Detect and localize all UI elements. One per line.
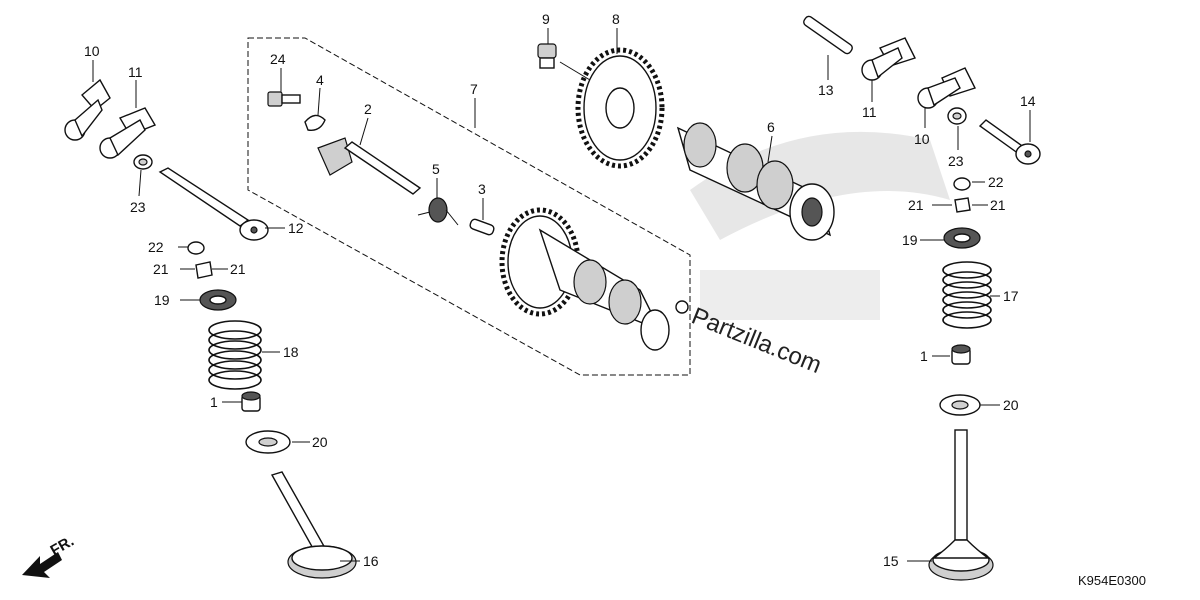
rocker-arm-right-10 [917,67,976,109]
callout-6: 6 [767,119,775,135]
callout-22-left: 22 [148,239,164,255]
intake-valve-16 [270,471,357,579]
callout-19-left: 19 [154,292,170,308]
valve-stem-seal-right-1 [951,344,971,365]
exhaust-valve-15 [928,429,994,581]
front-direction-indicator: FR. [22,533,77,578]
callout-3: 3 [478,181,486,197]
rocker-arm-left-10 [64,78,111,141]
callout-21-right-a: 21 [908,197,924,213]
callout-24: 24 [270,51,286,67]
front-arrow-label: FR. [48,533,77,560]
callout-9: 9 [542,11,550,27]
callout-16: 16 [363,553,379,569]
callout-19-right: 19 [902,232,918,248]
valve-cotter-left-22 [187,241,205,255]
callout-22-right: 22 [988,174,1004,190]
leader-lines [92,28,1031,562]
callout-21-left-b: 21 [230,261,246,277]
callout-5: 5 [432,161,440,177]
return-spring-5 [417,197,459,226]
decompressor-shaft-2 [317,137,422,195]
callout-11-left: 11 [128,64,143,80]
callout-4: 4 [316,72,324,88]
callout-10-left: 10 [84,43,100,59]
rocker-shaft-12 [158,167,269,241]
callout-12: 12 [288,220,304,236]
callout-1-right: 1 [920,348,928,364]
rocker-shaft-14 [978,119,1041,165]
rocker-arm-right-11 [861,37,916,81]
callout-14: 14 [1020,93,1036,109]
callout-10-right: 10 [914,131,930,147]
camshaft-assembly-box [247,37,691,376]
front-arrow-icon [22,552,62,578]
callout-8: 8 [612,11,620,27]
callout-20-right: 20 [1003,397,1019,413]
callout-23-left: 23 [130,199,146,215]
cam-sprocket-8 [575,47,665,169]
callout-18: 18 [283,344,299,360]
rocker-arm-left-11 [99,107,157,159]
diagram-code: K954E0300 [1078,573,1146,588]
pin-3 [469,218,495,236]
callout-2: 2 [364,101,372,117]
callout-11-right: 11 [862,104,877,120]
valve-spring-18 [208,320,262,390]
camshaft-6 [676,122,835,241]
callout-21-right-b: 21 [990,197,1006,213]
callout-numbers: 10 11 23 12 22 21 21 19 18 1 20 16 24 4 … [84,11,1036,569]
callout-1-left: 1 [210,394,218,410]
callout-7: 7 [470,81,478,97]
valve-keeper-right-21 [954,197,971,213]
valve-keeper-left-21 [195,261,213,279]
camshaft-assembly-7 [499,207,689,351]
callout-23-right: 23 [948,153,964,169]
cam-sprocket-bolt-9 [537,43,557,69]
callout-15: 15 [883,553,899,569]
clip-4 [304,114,326,131]
callout-20-left: 20 [312,434,328,450]
rocker-pin-13 [803,15,853,55]
callout-13: 13 [818,82,834,98]
valve-cotter-right-22 [953,177,971,191]
callout-21-left-a: 21 [153,261,169,277]
valve-spring-17 [942,261,992,329]
callout-17: 17 [1003,288,1019,304]
valve-stem-seal-left-1 [241,391,261,412]
bolt-24 [267,91,301,107]
